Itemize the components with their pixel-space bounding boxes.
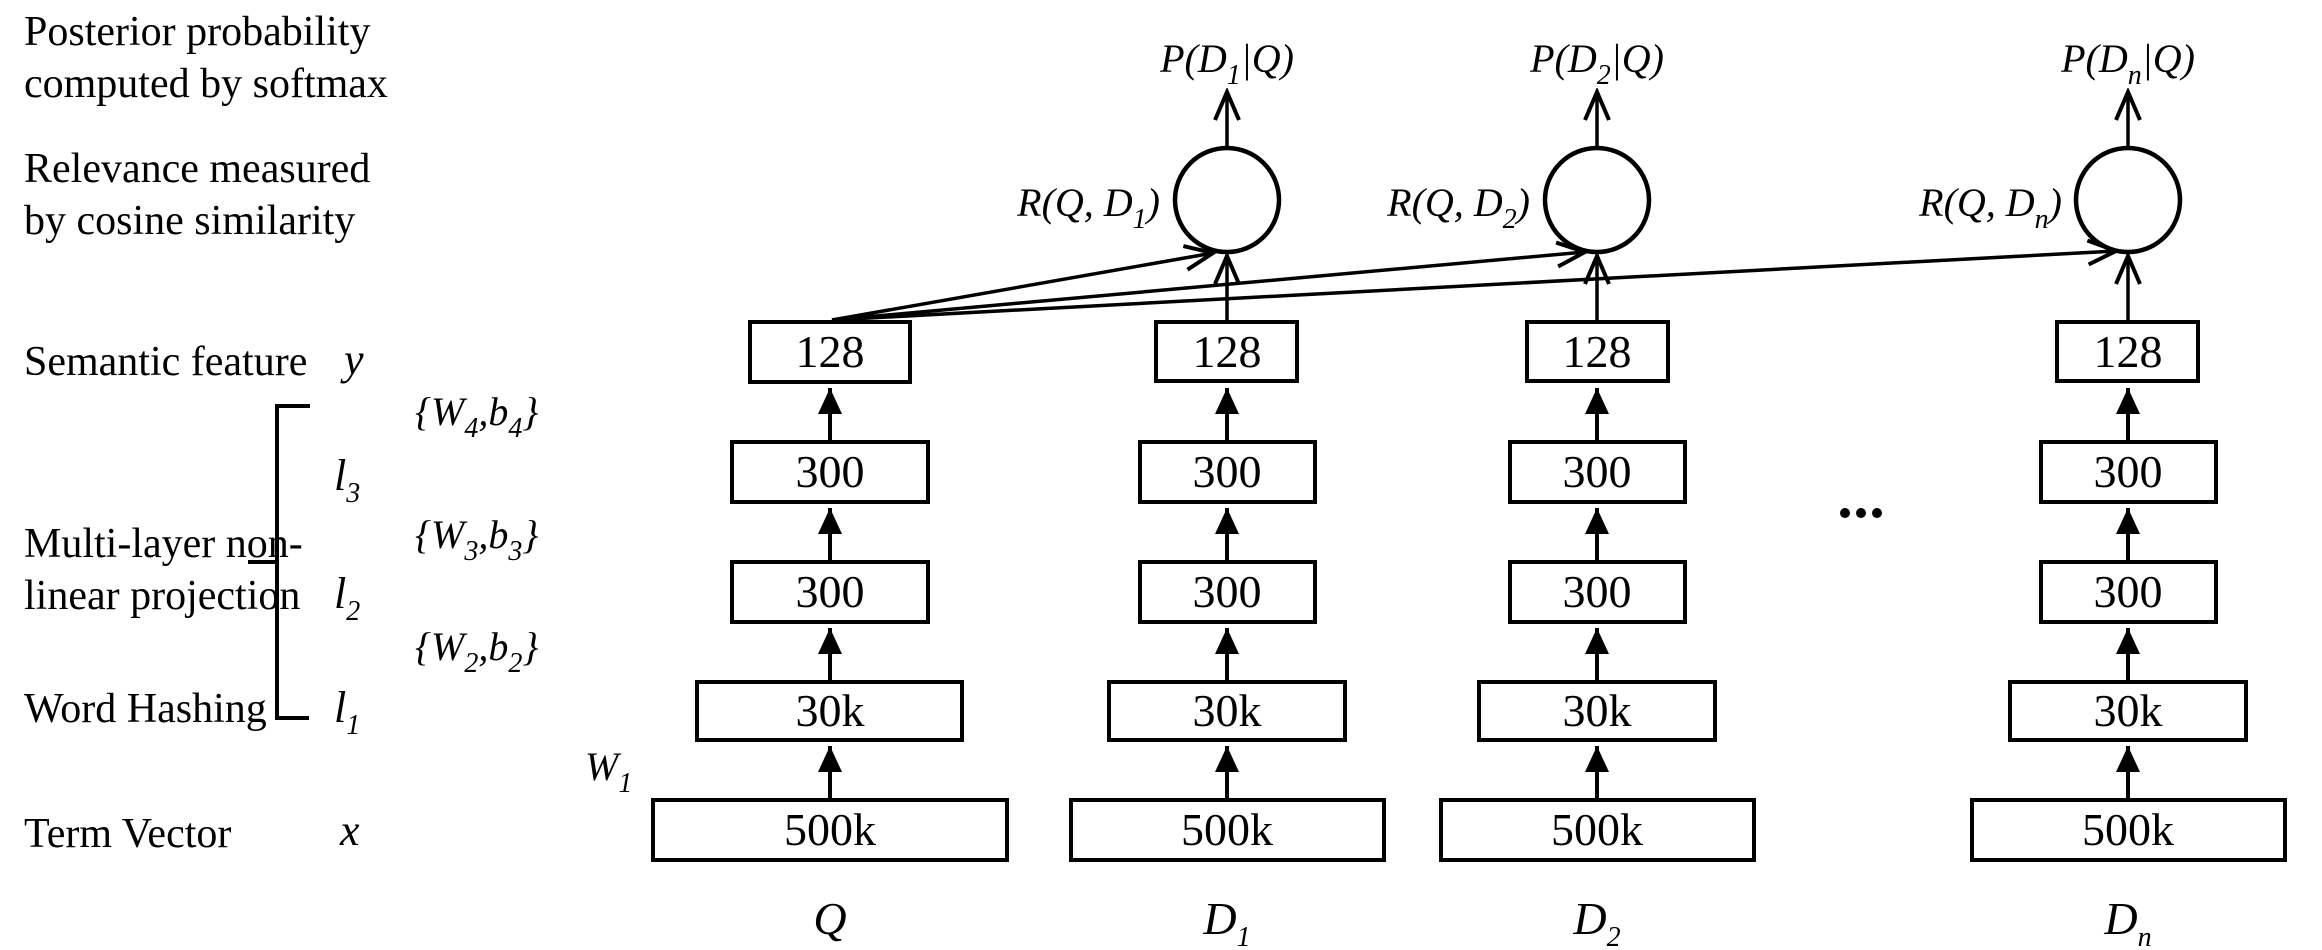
- d2-term-vector-value: 500k: [1551, 804, 1643, 855]
- relevance-label-line2: by cosine similarity: [24, 198, 355, 244]
- d2-semantic-box: [1525, 320, 1670, 383]
- query-cosine-links: [831, 251, 2116, 322]
- dn-l2-value: 300: [2094, 566, 2163, 617]
- q-l1-value: 30k: [796, 685, 865, 736]
- d1-l2-box: [1138, 560, 1317, 624]
- cosine-node-dn: [2073, 145, 2183, 255]
- ellipsis-dot-3: [1872, 508, 1882, 518]
- word-hashing-label: Word Hashing: [24, 686, 267, 732]
- weight-w3b3: {W3,b3}: [415, 512, 538, 567]
- relevance-label-line1: Relevance measured: [24, 146, 370, 192]
- ellipsis-dot-1: [1840, 508, 1850, 518]
- d1-semantic-value: 128: [1193, 326, 1262, 377]
- q-l2-box: [730, 560, 930, 624]
- d2-semantic-value: 128: [1563, 326, 1632, 377]
- cosine-node-d1: [1172, 145, 1282, 255]
- d1-l2-value: 300: [1193, 566, 1262, 617]
- q-l3-value: 300: [796, 446, 865, 497]
- dn-term-vector-box: [1970, 798, 2287, 862]
- dn-l1-value: 30k: [2094, 685, 2163, 736]
- var-l2: l2: [334, 569, 360, 627]
- d1-l3-value: 300: [1193, 446, 1262, 497]
- col-label-q: Q: [813, 893, 846, 944]
- weight-labels: {W4,b4} {W3,b3} {W2,b2} W1: [415, 389, 632, 799]
- var-l1: l1: [334, 683, 360, 741]
- d2-l2-value: 300: [1563, 566, 1632, 617]
- dn-term-vector-value: 500k: [2082, 804, 2174, 855]
- term-vector-label: Term Vector: [24, 811, 231, 857]
- dn-l3-value: 300: [2094, 446, 2163, 497]
- column-dn: 128 300 300 30k 500k P(Dn|Q) R(Q, Dn) Dn: [1918, 36, 2287, 950]
- r-label-dn: R(Q, Dn): [1918, 180, 2062, 235]
- q-term-vector-value: 500k: [784, 804, 876, 855]
- p-label-d1: P(D1|Q): [1159, 36, 1294, 91]
- weight-w1: W1: [585, 744, 632, 799]
- q-term-vector-box: [651, 798, 1009, 862]
- col-label-d2: D2: [1572, 893, 1620, 950]
- q-semantic-box: [748, 320, 912, 384]
- cosine-node-d2: [1542, 145, 1652, 255]
- link-q-d2: [831, 252, 1585, 322]
- ellipsis-dots: [1840, 508, 1882, 518]
- p-label-d2: P(D2|Q): [1529, 36, 1664, 91]
- posterior-label-line1: Posterior probability: [24, 9, 370, 55]
- var-x: x: [339, 806, 360, 855]
- col-label-dn: Dn: [2103, 893, 2151, 950]
- projection-label-line1: Multi-layer non-: [24, 521, 303, 567]
- d1-l1-box: [1107, 680, 1347, 742]
- d2-l1-value: 30k: [1563, 685, 1632, 736]
- d2-term-vector-box: [1439, 798, 1756, 862]
- var-y: y: [340, 335, 364, 384]
- projection-bracket: [248, 404, 310, 720]
- layer-variables: y l3 l2 l1 x: [334, 335, 364, 855]
- d2-l3-value: 300: [1563, 446, 1632, 497]
- left-annotations: Posterior probability computed by softma…: [24, 9, 388, 857]
- d1-l3-box: [1138, 440, 1317, 504]
- posterior-label-line2: computed by softmax: [24, 61, 388, 107]
- dn-semantic-value: 128: [2094, 326, 2163, 377]
- dn-l3-box: [2039, 440, 2218, 504]
- r-label-d1: R(Q, D1): [1016, 180, 1160, 235]
- d1-term-vector-value: 500k: [1181, 804, 1273, 855]
- col-label-d1: D1: [1202, 893, 1250, 950]
- d1-l1-value: 30k: [1193, 685, 1262, 736]
- semantic-feature-label: Semantic feature: [24, 339, 307, 385]
- link-q-d1: [831, 253, 1213, 322]
- column-d2: 128 300 300 30k 500k P(D2|Q) R(Q, D2) D2: [1386, 36, 1756, 950]
- q-l2-value: 300: [796, 566, 865, 617]
- link-q-dn: [831, 251, 2116, 322]
- column-q: 128 300 300 30k 500k Q: [651, 320, 1009, 944]
- weight-w2b2: {W2,b2}: [415, 624, 538, 679]
- var-l3: l3: [334, 451, 360, 509]
- dn-semantic-box: [2055, 320, 2200, 383]
- column-d1: 128 300 300 30k 500k P(D1|Q) R(Q, D1) D1: [1016, 36, 1386, 950]
- p-label-dn: P(Dn|Q): [2060, 36, 2195, 91]
- projection-label-line2: linear projection: [24, 573, 300, 619]
- d1-semantic-box: [1154, 320, 1299, 383]
- weight-w4b4: {W4,b4}: [415, 389, 538, 444]
- r-label-d2: R(Q, D2): [1386, 180, 1530, 235]
- ellipsis-dot-2: [1856, 508, 1866, 518]
- q-semantic-value: 128: [796, 326, 865, 377]
- d1-term-vector-box: [1069, 798, 1386, 862]
